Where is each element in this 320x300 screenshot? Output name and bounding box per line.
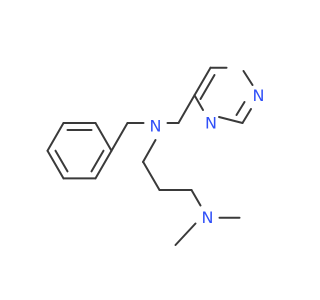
bond	[218, 116, 244, 124]
atom-label: N	[150, 117, 162, 136]
bond	[90, 149, 105, 173]
atom-label: N	[205, 114, 217, 133]
bond	[54, 149, 69, 173]
bond	[193, 94, 204, 111]
bond	[174, 222, 197, 246]
atom-label: N	[202, 208, 214, 227]
dimethylamino-n-atom: N	[198, 208, 217, 227]
bond	[110, 122, 129, 152]
bond	[199, 74, 216, 100]
bond	[241, 108, 252, 124]
molecule-structure: N N N N	[46, 66, 268, 246]
bond	[46, 122, 65, 152]
amine-n-atom: N	[146, 117, 165, 136]
atom-labels: N N N N	[146, 86, 268, 227]
bond	[94, 149, 113, 180]
pyrimidine-n1-atom: N	[249, 86, 268, 105]
bond	[142, 161, 161, 191]
bond	[177, 94, 196, 124]
bond	[235, 101, 246, 116]
atom-label: N	[253, 86, 265, 105]
bond	[94, 122, 113, 152]
bonds	[46, 66, 254, 246]
bond	[193, 66, 212, 97]
bond	[190, 189, 202, 207]
bond	[242, 70, 254, 86]
bond	[46, 149, 65, 180]
pyrimidine-n3-atom: N	[202, 114, 220, 133]
bond	[142, 139, 157, 163]
